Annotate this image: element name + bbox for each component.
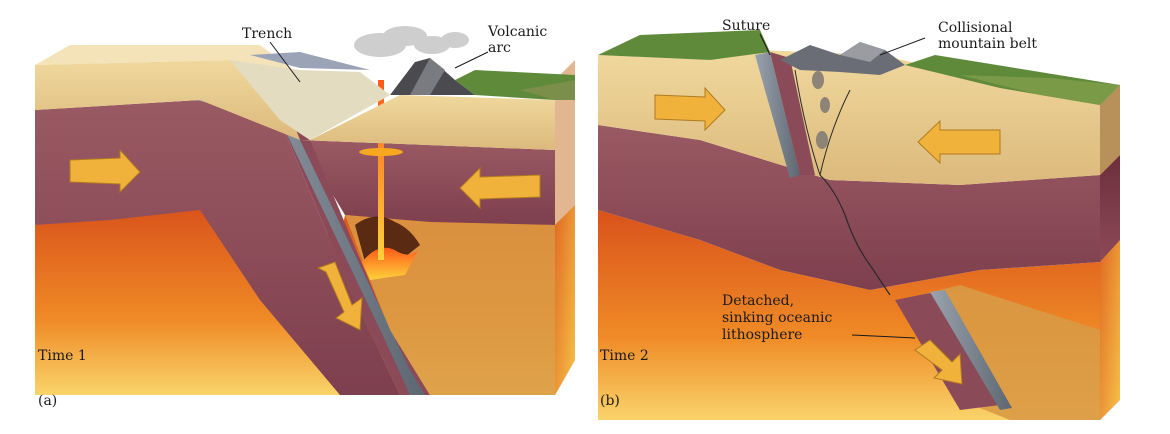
panel-a-volcanic-arc-label-1: Volcanic <box>487 24 547 40</box>
panel-b-mountain-leader <box>880 38 925 55</box>
panel-b-detached-label-2: sinking oceanic <box>722 310 832 326</box>
panel-b-detached-label-1: Detached, <box>722 293 794 309</box>
panel-a-trench-label: Trench <box>242 26 292 42</box>
panel-b-mountain-label-2: mountain belt <box>938 36 1037 52</box>
panel-a-arc-leader <box>455 52 488 68</box>
panel-b-time-label: Time 2 <box>600 348 649 364</box>
panel-b-mountain-label-1: Collisional <box>938 20 1013 36</box>
panel-a-tag: (a) <box>38 393 57 409</box>
panel-a-magma-halo <box>359 148 403 156</box>
panel-a-asthenosphere-side <box>555 205 575 395</box>
panel-b-suture-label: Suture <box>722 18 770 34</box>
panel-b-tag: (b) <box>600 393 620 409</box>
panel-a-volcanic-arc-label-2: arc <box>488 40 511 56</box>
panel-b: Suture Collisional mountain belt Detache… <box>598 18 1120 420</box>
panel-a: Trench Volcanic arc Time 1 (a) <box>35 24 575 409</box>
panel-b-detached-label-3: lithosphere <box>722 327 802 343</box>
panel-a-ash-cloud <box>354 26 469 57</box>
panel-b-asthenosphere-side <box>1100 240 1120 420</box>
panel-a-time-label: Time 1 <box>38 348 87 364</box>
